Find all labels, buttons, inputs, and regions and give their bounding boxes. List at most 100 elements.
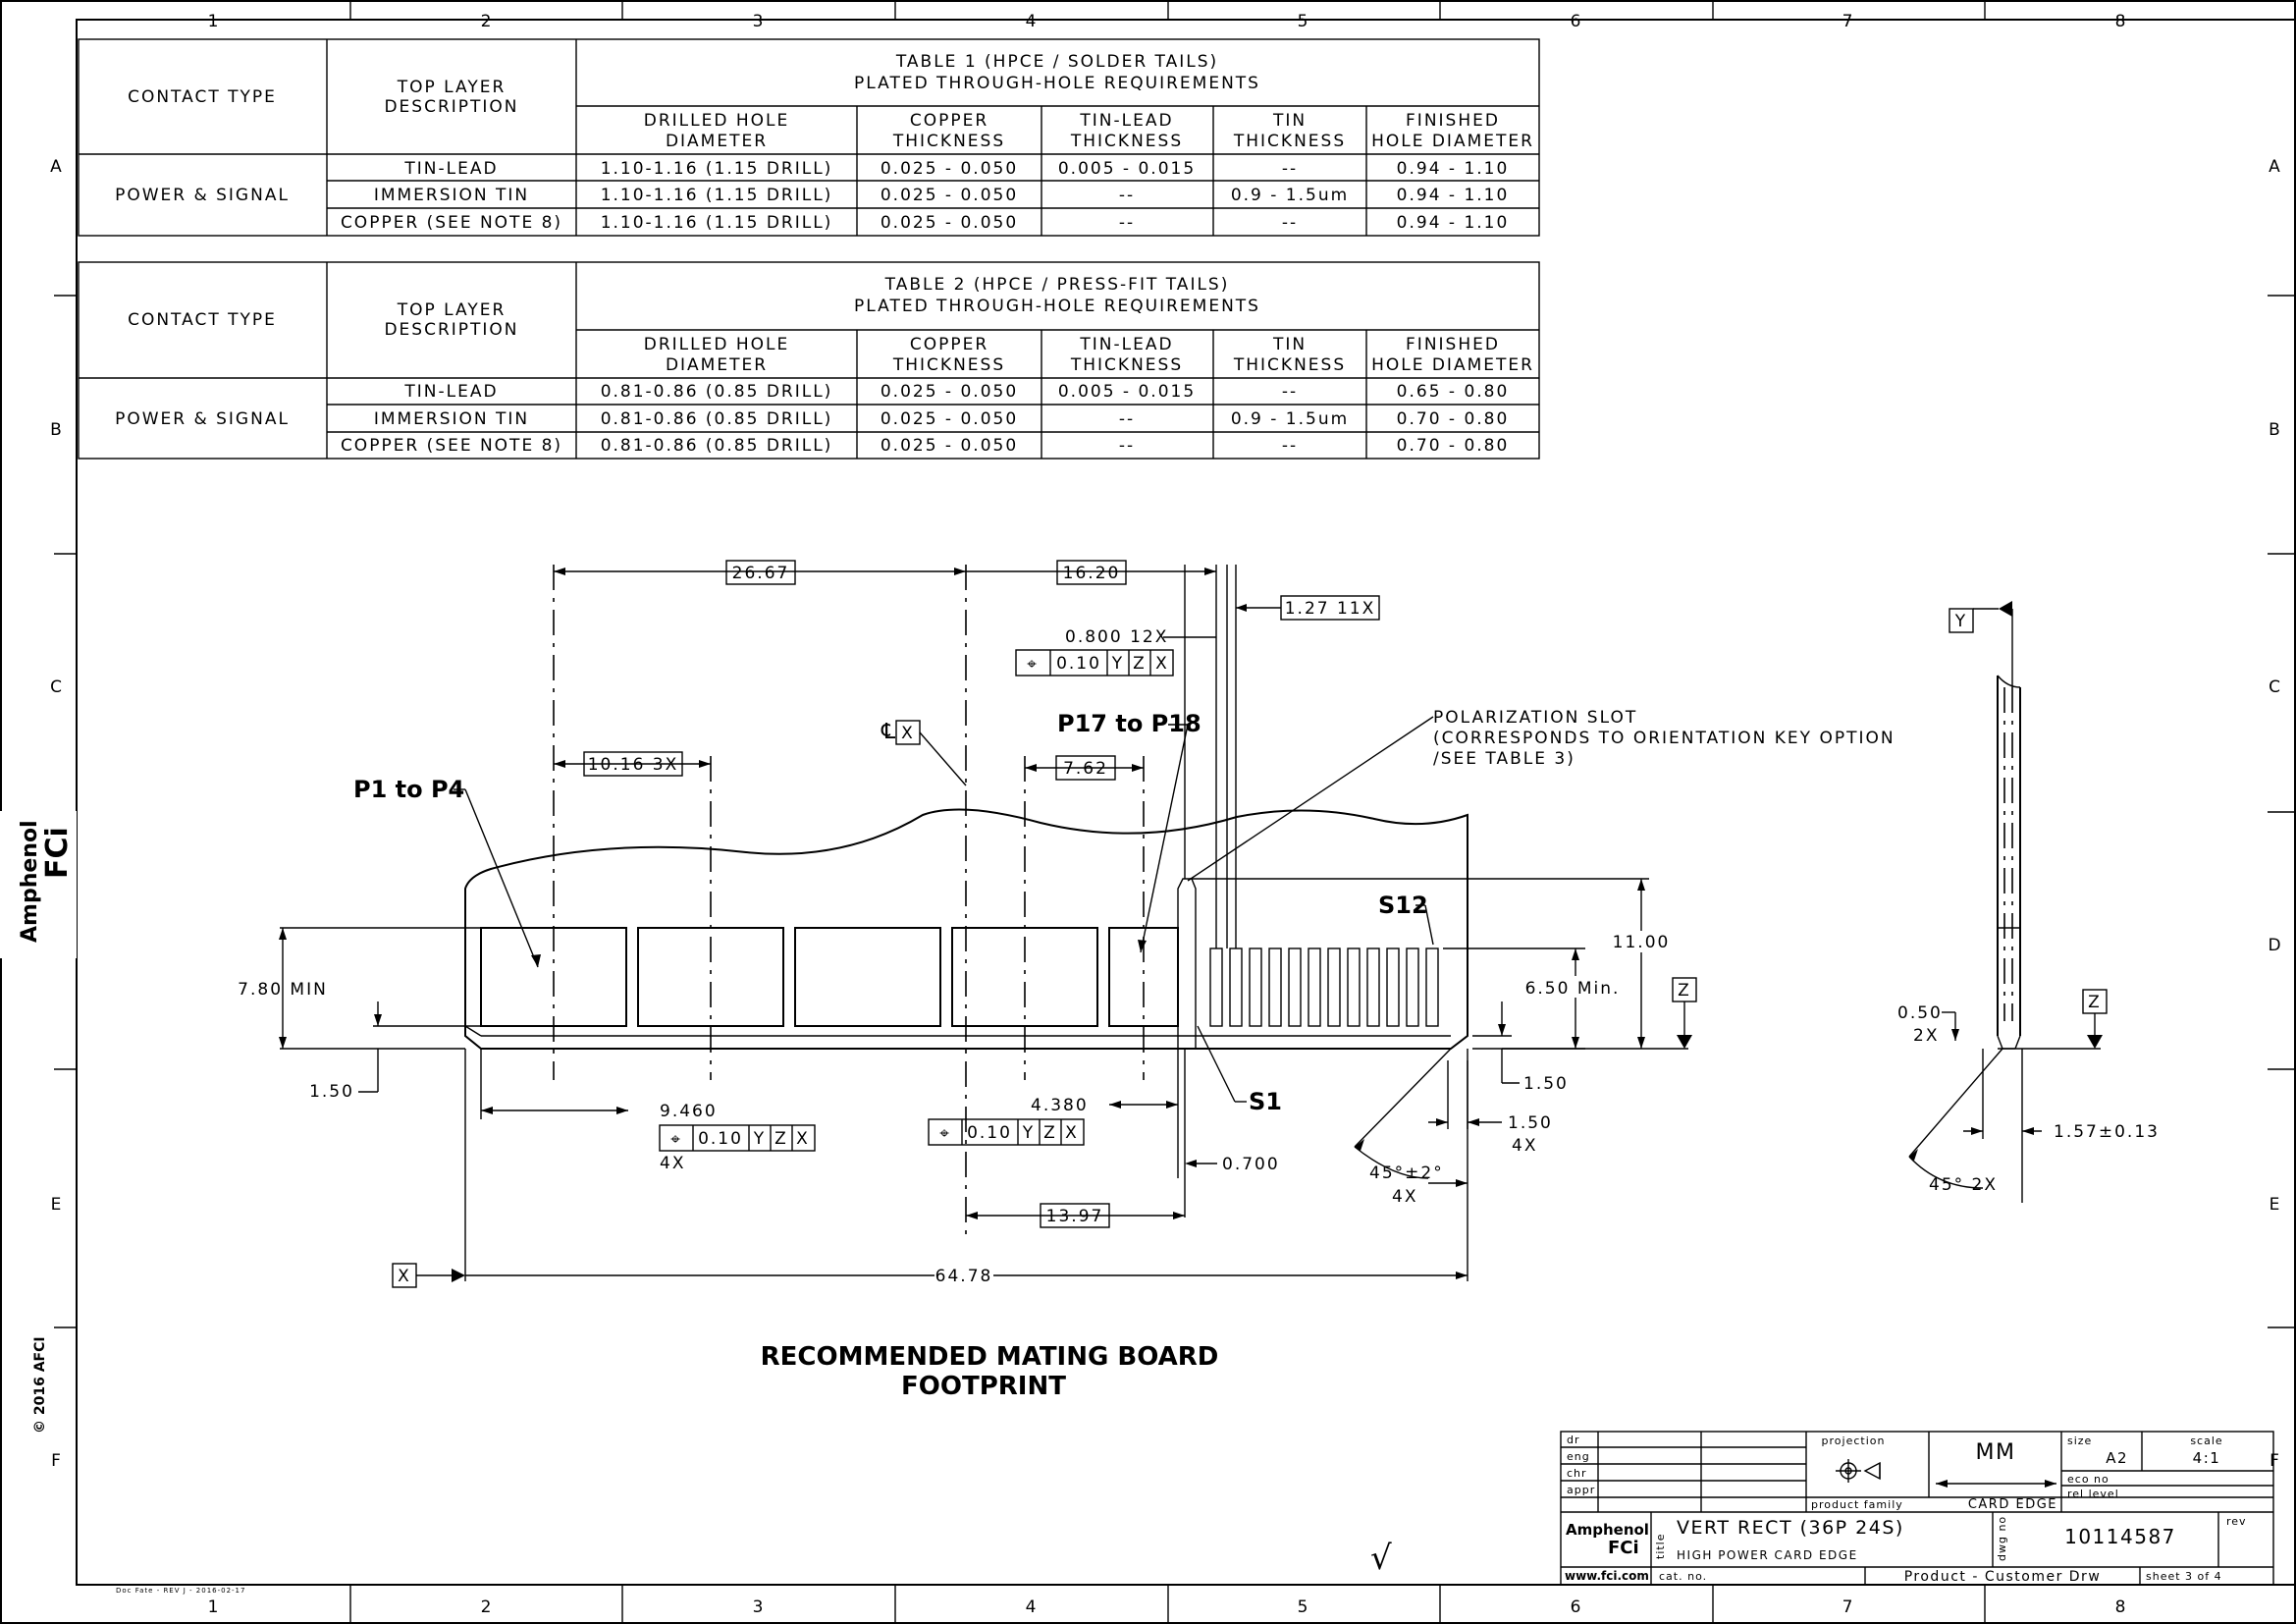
side-brand: Amphenol FCi © 2016 AFCI [0, 811, 77, 1434]
table1-h-top-2: DESCRIPTION [384, 97, 518, 117]
side-view: Y Z 0.50 2X 1.57±0.13 [1897, 601, 2160, 1203]
polarization-slot [1177, 878, 1197, 1049]
zone-col-5-bottom: 5 [1298, 1597, 1310, 1617]
table2-r3-c4: -- [1282, 436, 1298, 456]
table1-col1-l2: DIAMETER [666, 132, 768, 151]
table1-title-2: PLATED THROUGH-HOLE REQUIREMENTS [854, 74, 1260, 93]
fcf-top-x: X [1155, 654, 1169, 674]
tb-brand-amphenol: Amphenol [1566, 1521, 1649, 1539]
zone-col-5: 5 [1298, 12, 1310, 31]
zone-row-a-right: A [2269, 157, 2282, 177]
title-block: dr eng chr appr projection size scale ec… [116, 1431, 2274, 1595]
zone-row-f-right: F [2269, 1451, 2281, 1471]
side-brand-fci: FCi [40, 827, 75, 879]
table2-title-2: PLATED THROUGH-HOLE REQUIREMENTS [854, 297, 1260, 316]
table2-r2-desc: IMMERSION TIN [374, 409, 529, 429]
polarization-line-2: (CORRESPONDS TO ORIENTATION KEY OPTION [1433, 729, 1896, 748]
datum-z-main: Z [1678, 981, 1691, 1001]
table2-h-top-1: TOP LAYER [397, 300, 507, 320]
datum-z-side: Z [2088, 993, 2102, 1012]
dim-1-57: 1.57±0.13 [2054, 1122, 2160, 1142]
table2-r2-c5: 0.70 - 0.80 [1397, 409, 1510, 429]
dim-64-78: 64.78 [935, 1267, 993, 1286]
fcf-left-x: X [796, 1129, 810, 1149]
signal-pads [1209, 947, 1439, 1027]
table2-title-1: TABLE 2 (HPCE / PRESS-FIT TAILS) [884, 275, 1230, 295]
zone-col-7: 7 [1842, 12, 1855, 31]
tb-card-edge: CARD EDGE [1968, 1497, 2057, 1512]
table1-r3-desc: COPPER (SEE NOTE 8) [341, 213, 562, 233]
board-outline [464, 808, 1468, 1050]
zone-col-4-bottom: 4 [1026, 1597, 1039, 1617]
tb-size: A2 [2106, 1449, 2128, 1467]
zone-col-1: 1 [208, 12, 221, 31]
table2-col5-l2: HOLE DIAMETER [1371, 355, 1534, 375]
table2-col2-l2: THICKNESS [892, 355, 1005, 375]
tb-rel: rel level [2067, 1488, 2119, 1500]
zone-col-6: 6 [1571, 12, 1583, 31]
fcf-top-tol: 0.10 [1056, 654, 1101, 674]
centerline-symbol: ℄ [881, 720, 896, 744]
tb-appr: appr [1567, 1484, 1595, 1496]
zone-col-2: 2 [481, 12, 494, 31]
pad-s5 [1288, 947, 1302, 1027]
zone-row-e: E [51, 1195, 64, 1215]
tb-product-family: product family [1811, 1498, 1903, 1511]
dim-6-50: 6.50 Min. [1525, 979, 1621, 999]
table1-col1-l1: DRILLED HOLE [644, 111, 789, 131]
dim-1-50-right: 1.50 [1523, 1074, 1569, 1094]
tb-sheet: sheet 3 of 4 [2146, 1570, 2222, 1583]
datum-x-top: X [901, 724, 915, 743]
dim-1-50-left: 1.50 [309, 1082, 354, 1102]
tb-dr: dr [1567, 1434, 1580, 1446]
zone-row-b: B [50, 420, 64, 440]
copyright: © 2016 AFCI [32, 1336, 48, 1434]
dim-45-side: 45° 2X [1929, 1175, 1998, 1195]
fcf-left-tol: 0.10 [698, 1129, 743, 1149]
table2-r1-c1: 0.81-0.86 (0.85 DRILL) [601, 382, 833, 402]
dim-11-00: 11.00 [1613, 933, 1671, 952]
dim-1-50-4x: 1.50 [1508, 1113, 1553, 1133]
tb-title-tag: title [1654, 1533, 1667, 1559]
datum-y: Y [1954, 612, 1967, 631]
pad-s10 [1386, 947, 1400, 1027]
table1-r3-c3: -- [1119, 213, 1135, 233]
table2-col3-l2: THICKNESS [1070, 355, 1183, 375]
table2-col2-l1: COPPER [910, 335, 988, 354]
table2-h-top-2: DESCRIPTION [384, 320, 518, 340]
dim-4x-left: 4X [660, 1154, 685, 1173]
fcf-top-y: Y [1111, 654, 1124, 674]
footprint-title-1: RECOMMENDED MATING BOARD [761, 1342, 1219, 1372]
pad-s9 [1366, 947, 1380, 1027]
zone-row-b-right: B [2269, 420, 2282, 440]
table1-r3-c2: 0.025 - 0.050 [881, 213, 1018, 233]
pad-s4 [1268, 947, 1282, 1027]
dim-45-chamfer: 45°±2° [1369, 1164, 1444, 1183]
tb-cat: cat. no. [1659, 1570, 1707, 1583]
table2-r3-desc: COPPER (SEE NOTE 8) [341, 436, 562, 456]
table1-col3-l2: THICKNESS [1070, 132, 1183, 151]
zone-row-c: C [50, 677, 64, 697]
fcf-top-z: Z [1133, 654, 1147, 674]
table2-r1-desc: TIN-LEAD [403, 382, 498, 402]
tb-scale: 4:1 [2193, 1449, 2221, 1467]
table-2: TABLE 2 (HPCE / PRESS-FIT TAILS) PLATED … [78, 261, 1540, 460]
tb-eco: eco no [2067, 1473, 2109, 1486]
tb-rev: rev [2226, 1515, 2247, 1528]
dim-7-62: 7.62 [1063, 759, 1108, 779]
table1-r2-c2: 0.025 - 0.050 [881, 186, 1018, 205]
datum-x: X [398, 1267, 411, 1286]
table2-col1-l1: DRILLED HOLE [644, 335, 789, 354]
tb-eng: eng [1567, 1450, 1590, 1463]
table1-r1-c3: 0.005 - 0.015 [1058, 159, 1196, 179]
table1-r1-desc: TIN-LEAD [403, 159, 498, 179]
table2-r2-c4: 0.9 - 1.5um [1231, 409, 1349, 429]
tb-dwg-tag: dwg no [1996, 1516, 2008, 1561]
table1-r2-desc: IMMERSION TIN [374, 186, 529, 205]
pad-p3 [794, 927, 941, 1027]
table2-r1-c2: 0.025 - 0.050 [881, 382, 1018, 402]
table2-r1-c5: 0.65 - 0.80 [1397, 382, 1510, 402]
table2-r2-c3: -- [1119, 409, 1135, 429]
tb-subtitle: HIGH POWER CARD EDGE [1677, 1548, 1858, 1562]
